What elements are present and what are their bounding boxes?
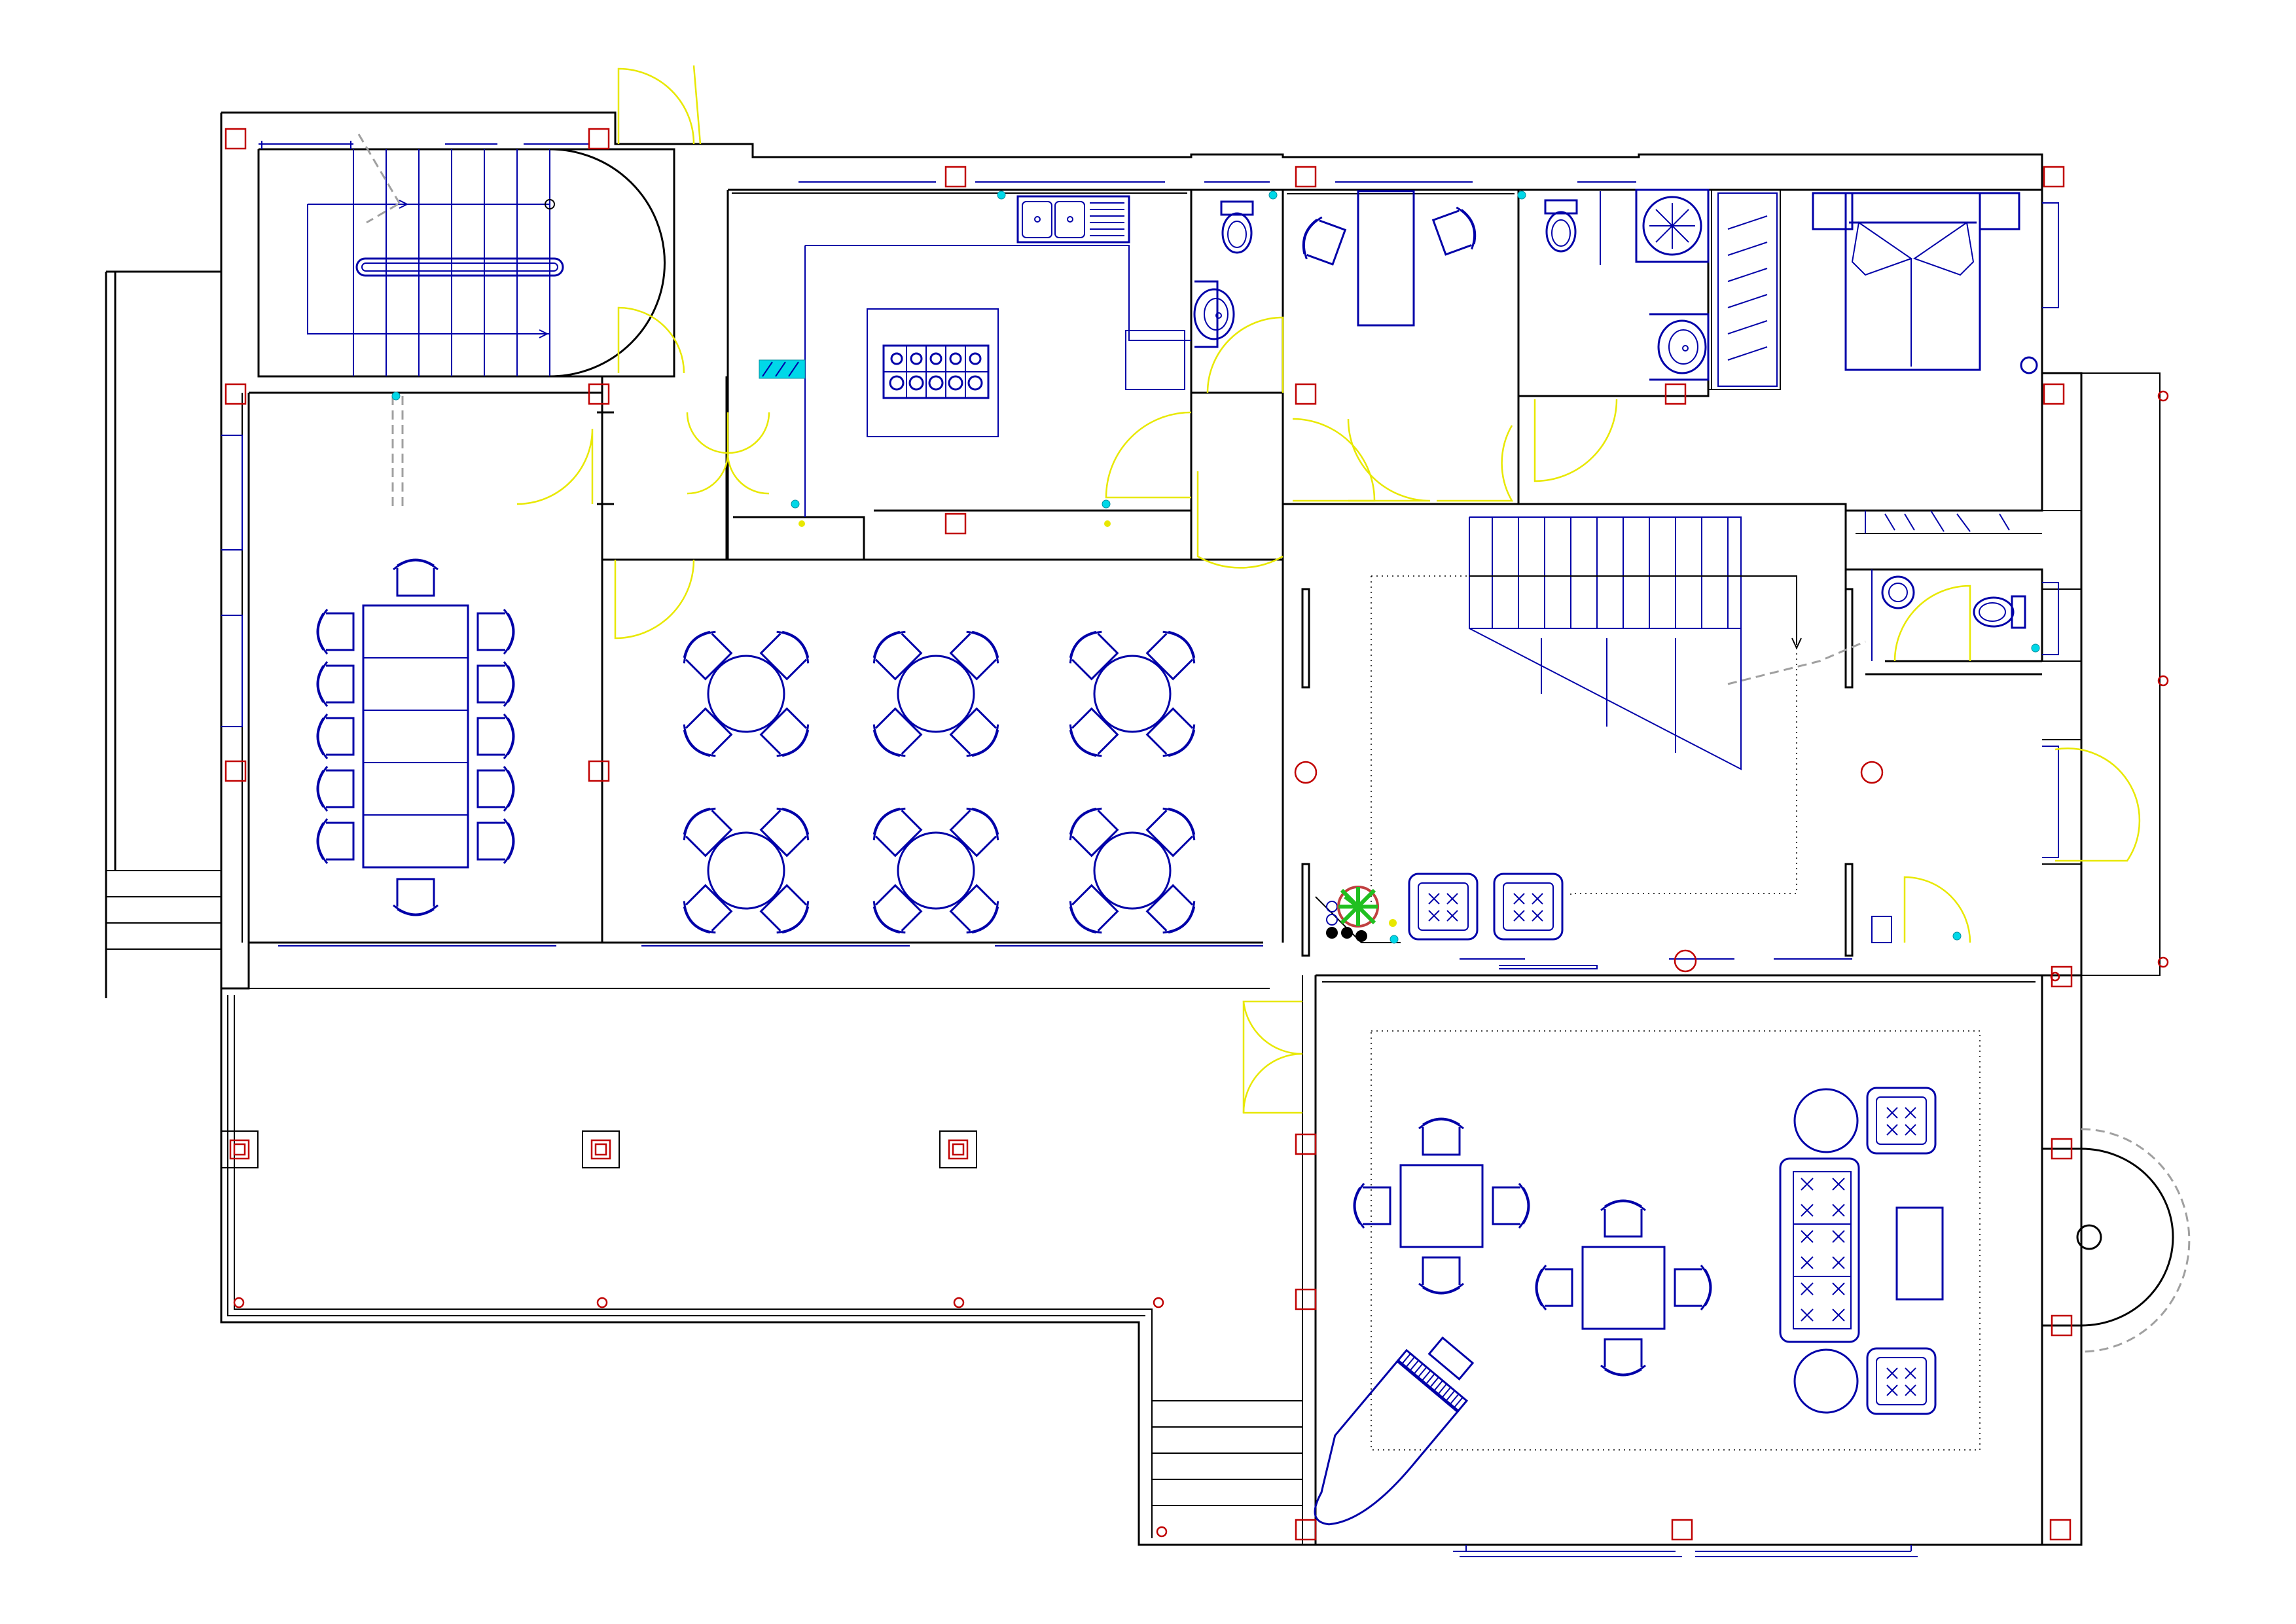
toilet-icon [1220, 200, 1254, 254]
column-icon [2051, 965, 2073, 988]
dining-table-icon [1353, 1117, 1530, 1295]
column-icon [2049, 1519, 2072, 1541]
round-table-icon [1064, 625, 1202, 763]
kitchen-sink-icon [1016, 195, 1130, 244]
side-table [1793, 1088, 1859, 1153]
kitchen [759, 195, 1191, 517]
grand-piano-icon [1314, 1336, 1475, 1526]
armchair-icon [1493, 873, 1564, 941]
office-furniture [1296, 190, 1482, 327]
plant-icon [1337, 886, 1379, 928]
column-icon [588, 760, 610, 782]
column-icon [588, 128, 610, 150]
column-icon [588, 383, 610, 405]
round-table-icon [867, 625, 1005, 763]
column-icon [1295, 1288, 1317, 1310]
round-table-icon [867, 802, 1005, 940]
armchair-icon [1866, 1347, 1937, 1415]
round-table-icon [677, 625, 816, 763]
column-icon [2043, 383, 2065, 405]
washbasin-icon [1649, 313, 1710, 381]
columns [221, 128, 2169, 1541]
toilet-icon [1544, 199, 1578, 253]
column-icon [944, 513, 967, 535]
column-icon [224, 128, 247, 150]
staircase-icon [1371, 516, 1866, 903]
armchair-icon [1866, 1087, 1937, 1155]
column-icon [1295, 1133, 1317, 1155]
wardrobe [1717, 192, 2010, 533]
column-icon [1295, 1519, 1317, 1541]
coffee-table [1895, 1206, 1944, 1301]
entrance-furniture [1315, 873, 1892, 943]
dining-table-icon [316, 558, 515, 916]
column-icon [221, 1130, 977, 1168]
column-icon [1671, 1519, 1693, 1541]
cooktop-icon [882, 344, 990, 399]
column-icon [944, 166, 967, 188]
side-table [1793, 1348, 1859, 1414]
toilet-icon [1973, 595, 2026, 629]
column-icon [1295, 166, 1317, 188]
living-room [1314, 1030, 1981, 1526]
round-table-icon [677, 802, 816, 940]
washbasin-icon [1193, 280, 1235, 348]
column-icon [1664, 383, 1687, 405]
round-table-icon [1064, 802, 1202, 940]
small-wc [1871, 569, 2026, 661]
armchair-icon [1408, 873, 1479, 941]
column-icon [2043, 166, 2065, 188]
shower-icon [1635, 189, 1710, 263]
windows [221, 141, 2059, 1557]
sofa-icon [1779, 1157, 1860, 1343]
fixtures [391, 190, 2040, 944]
door-swing-icon [516, 65, 2141, 1114]
staircase-icon [307, 134, 666, 511]
round-tables [677, 625, 1202, 940]
lamp-icon [2020, 356, 2038, 374]
dining-table-icon [1535, 1199, 1712, 1377]
column-icon [1295, 383, 1317, 405]
double-bed-icon [1812, 192, 2020, 371]
